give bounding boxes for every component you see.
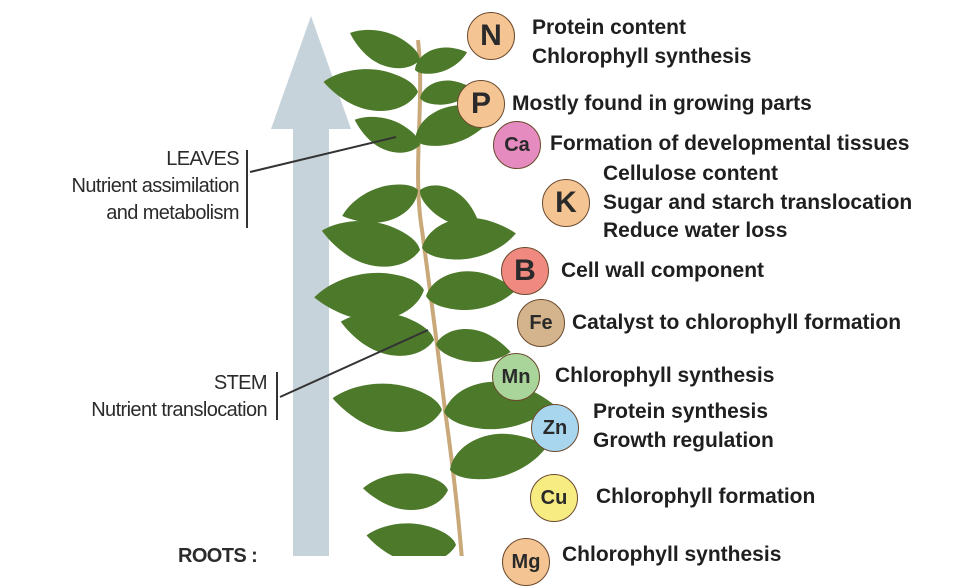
- leaves-label: LEAVES Nutrient assimilation and metabol…: [71, 146, 240, 227]
- nutrient-mg-description: Chlorophyll synthesis: [562, 543, 782, 566]
- nutrient-b-description: Cell wall component: [561, 259, 765, 282]
- nutrient-ca-description: Formation of developmental tissues: [550, 132, 910, 155]
- leaves-bracket: [246, 150, 248, 228]
- stem-title: STEM: [213, 372, 268, 394]
- nutrient-n-circle: N: [467, 12, 515, 60]
- nutrient-n-description: Protein content Chlorophyll synthesis: [532, 16, 752, 68]
- nutrient-cu-description: Chlorophyll formation: [596, 485, 816, 508]
- nutrient-p-description: Mostly found in growing parts: [512, 92, 812, 115]
- leaf: [330, 378, 444, 436]
- roots-label: ROOTS :: [178, 543, 258, 570]
- leaves-title: LEAVES: [166, 148, 239, 170]
- nutrient-zn-description: Protein synthesis Growth regulation: [593, 400, 774, 452]
- nutrient-p-circle: P: [457, 80, 505, 128]
- upward-transport-arrow: [271, 16, 351, 556]
- leaves-line2: and metabolism: [106, 202, 239, 224]
- stem-bracket: [276, 372, 278, 420]
- nutrient-fe-description: Catalyst to chlorophyll formation: [572, 311, 902, 334]
- leaf: [343, 20, 426, 77]
- stem-line1: Nutrient translocation: [91, 399, 267, 421]
- nutrient-zn-circle: Zn: [531, 404, 579, 452]
- leaf: [317, 213, 424, 274]
- nutrient-cu-circle: Cu: [530, 474, 578, 522]
- nutrient-k-circle: K: [542, 179, 590, 227]
- leaf: [363, 473, 448, 511]
- leaf: [348, 108, 425, 161]
- nutrient-mn-description: Chlorophyll synthesis: [555, 364, 775, 387]
- leaf: [364, 519, 458, 556]
- leaves-line1: Nutrient assimilation: [71, 175, 240, 197]
- nutrient-fe-circle: Fe: [517, 299, 565, 347]
- leaves-pointer-line: [249, 136, 397, 173]
- nutrient-mg-circle: Mg: [502, 538, 550, 586]
- stem-pointer-line: [279, 329, 429, 398]
- nutrient-b-circle: B: [501, 247, 549, 295]
- stem-label: STEM Nutrient translocation: [91, 370, 267, 424]
- roots-title: ROOTS :: [178, 545, 258, 567]
- plant-nutrient-diagram: [249, 16, 556, 556]
- nutrient-mn-circle: Mn: [492, 353, 540, 401]
- nutrient-ca-circle: Ca: [493, 121, 541, 169]
- nutrient-k-description: Cellulose content Sugar and starch trans…: [603, 162, 913, 242]
